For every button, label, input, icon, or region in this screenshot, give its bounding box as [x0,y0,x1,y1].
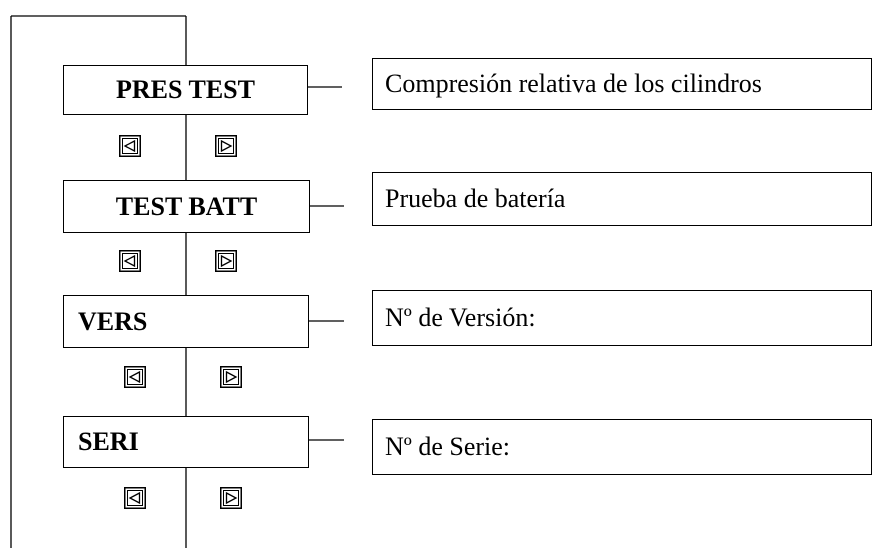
menu-label-pres-test: PRES TEST [116,75,255,104]
menu-box-vers: VERS [63,295,309,348]
description-box-pres-test: Compresión relativa de los cilindros [372,58,872,110]
description-text-seri: Nº de Serie: [385,432,511,461]
description-box-seri: Nº de Serie: [372,419,872,475]
menu-box-seri: SERI [63,416,309,468]
description-box-test-batt: Prueba de batería [372,172,872,226]
menu-label-seri: SERI [78,427,139,456]
description-box-vers: Nº de Versión: [372,290,872,346]
right-arrow-key-icon [215,250,237,272]
left-arrow-key-icon [119,250,141,272]
right-arrow-key-icon [220,366,242,388]
description-text-vers: Nº de Versión: [385,303,536,332]
menu-label-test-batt: TEST BATT [115,191,258,221]
left-arrow-key-icon [119,135,141,157]
menu-box-pres-test: PRES TEST [63,65,308,115]
menu-box-test-batt: TEST BATT [63,180,310,233]
left-arrow-key-icon [124,366,146,388]
right-arrow-key-icon [220,487,242,509]
left-arrow-key-icon [124,487,146,509]
right-arrow-key-icon [215,135,237,157]
description-text-pres-test: Compresión relativa de los cilindros [385,69,762,98]
menu-label-vers: VERS [78,306,148,336]
description-text-test-batt: Prueba de batería [385,184,566,213]
